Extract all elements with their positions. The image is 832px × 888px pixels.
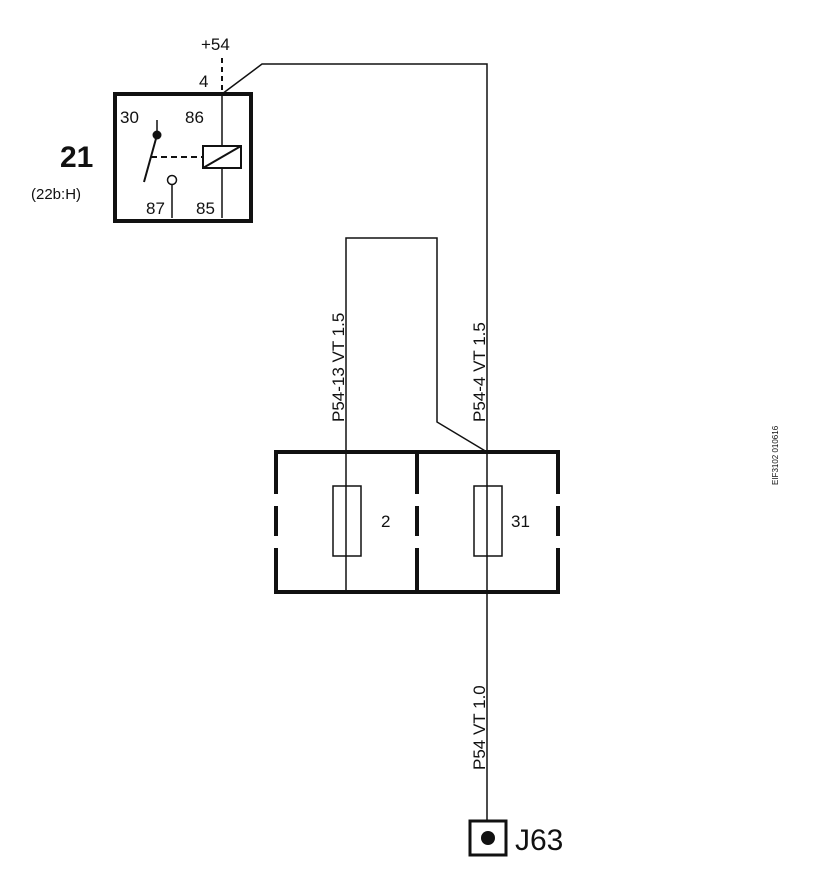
wire-p54-13: [345, 237, 488, 590]
relay-pin-87-label: 87: [146, 199, 165, 218]
wire-p54-label: P54 VT 1.0: [470, 685, 489, 770]
figure-code: EIF3102 010616: [771, 425, 780, 485]
wire-p54-13-label: P54-13 VT 1.5: [329, 313, 348, 422]
fuse-box-gap-left-2: [272, 536, 281, 548]
relay-pin-85-label: 85: [196, 199, 215, 218]
connector-j63-label: J63: [515, 824, 563, 857]
fuse-2-body: [332, 485, 362, 557]
fuse-box-gap-mid-2: [413, 536, 422, 548]
supply-label: +54: [201, 35, 230, 54]
relay-contact-87: [166, 174, 178, 186]
relay-number: 21: [60, 141, 93, 174]
relay-pin-30-label: 30: [120, 108, 139, 127]
relay-pin-86-label: 86: [185, 108, 204, 127]
fuse-2-label: 2: [381, 512, 390, 531]
fuse-box-gap-mid-1: [413, 494, 422, 506]
relay-21: 30 86 87 85 21 (22b:H): [31, 92, 253, 223]
fuse-box-gap-right-2: [553, 536, 562, 548]
relay-housing: [113, 92, 253, 223]
fuse-31-label: 31: [511, 512, 530, 531]
relay-location: (22b:H): [31, 186, 81, 203]
fuse-31-body: [473, 485, 503, 557]
fuse-box-gap-left-1: [272, 494, 281, 506]
relay-coil-diagonal: [202, 145, 242, 169]
connector-j63: J63: [468, 819, 563, 857]
wire-p54-4: [221, 63, 488, 452]
fuse-box: [272, 450, 562, 594]
supply-pin-label: 4: [199, 72, 208, 91]
connector-j63-pin: [481, 831, 495, 845]
fuse-box-gap-right-1: [553, 494, 562, 506]
relay-switch-arm: [143, 134, 158, 183]
fuse-2: 2: [332, 485, 390, 557]
supply-54: +54 4: [199, 35, 230, 94]
wire-p54-4-label: P54-4 VT 1.5: [470, 322, 489, 422]
fuse-31: 31: [473, 452, 530, 820]
